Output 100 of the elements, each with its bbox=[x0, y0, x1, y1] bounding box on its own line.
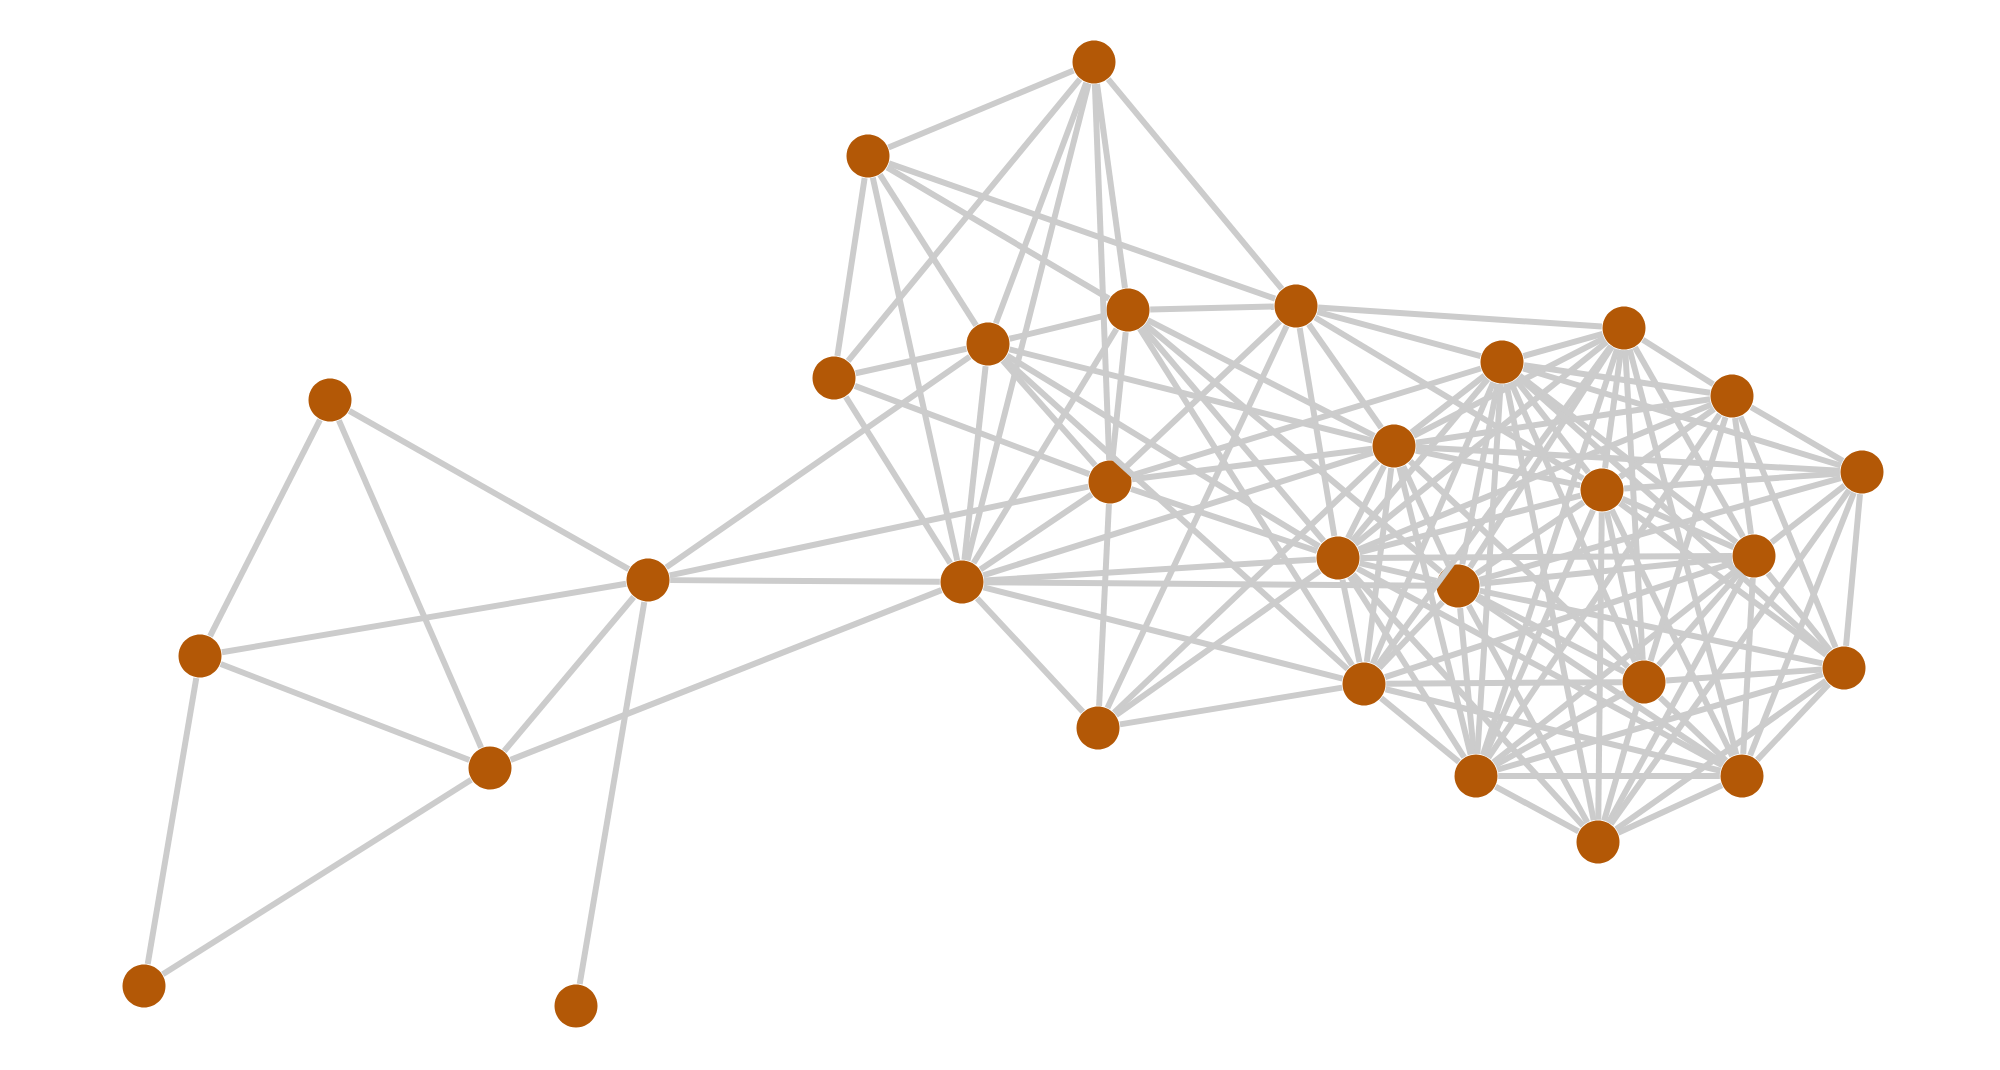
graph-node bbox=[1076, 706, 1120, 750]
graph-node bbox=[1316, 536, 1360, 580]
connection-line bbox=[1523, 362, 1711, 396]
connection-line bbox=[1494, 783, 1580, 835]
connection-line bbox=[1769, 483, 1847, 545]
connection-line bbox=[1609, 508, 1735, 758]
graph-node bbox=[1576, 820, 1620, 864]
connection-line bbox=[1114, 568, 1322, 718]
graph-node bbox=[1622, 660, 1666, 704]
connection-line bbox=[877, 173, 979, 327]
connection-line bbox=[1150, 303, 1274, 313]
connection-line bbox=[1749, 404, 1845, 464]
connection-line bbox=[1641, 337, 1715, 387]
connection-line bbox=[971, 327, 1119, 565]
connection-line bbox=[1765, 571, 1833, 653]
connection-line bbox=[669, 483, 1089, 579]
connection-line bbox=[1306, 322, 1384, 430]
connection-line bbox=[982, 449, 1374, 579]
connection-line bbox=[1732, 417, 1754, 535]
connection-line bbox=[1608, 488, 1852, 826]
connection-line bbox=[1618, 406, 1716, 480]
graph-node bbox=[122, 964, 166, 1008]
connection-line bbox=[853, 383, 1091, 477]
connection-line bbox=[1479, 587, 1823, 667]
connection-line bbox=[1094, 83, 1128, 289]
connection-line bbox=[993, 81, 1089, 325]
connection-line bbox=[1124, 319, 1282, 469]
connection-line bbox=[1485, 412, 1723, 760]
graph-node bbox=[1342, 662, 1386, 706]
graph-node bbox=[554, 984, 598, 1028]
connection-line bbox=[1517, 373, 1739, 545]
connection-line bbox=[1415, 447, 1581, 489]
connection-line bbox=[1345, 464, 1387, 540]
connection-line bbox=[1408, 459, 1630, 669]
graph-node bbox=[1602, 306, 1646, 350]
connection-line bbox=[982, 584, 1344, 682]
connection-line bbox=[1602, 349, 1624, 469]
graph-node bbox=[1720, 754, 1764, 798]
connection-line bbox=[887, 160, 1277, 302]
connection-line bbox=[1843, 493, 1863, 647]
graph-node bbox=[308, 378, 352, 422]
connection-line bbox=[219, 661, 471, 763]
connection-line bbox=[843, 395, 953, 565]
connection-line bbox=[1503, 383, 1597, 821]
connection-line bbox=[1412, 335, 1606, 439]
connection-line bbox=[1360, 553, 1732, 561]
connection-line bbox=[1614, 678, 1828, 832]
connection-line bbox=[1358, 560, 1438, 584]
connection-line bbox=[1112, 459, 1380, 715]
connection-line bbox=[974, 596, 1086, 714]
connection-line bbox=[664, 354, 972, 570]
connection-line bbox=[1008, 312, 1108, 342]
connection-line bbox=[834, 177, 868, 357]
graph-node bbox=[1822, 646, 1866, 690]
connection-line bbox=[1313, 314, 1585, 482]
connection-line bbox=[1379, 695, 1461, 765]
graph-node bbox=[812, 356, 856, 400]
graph-node bbox=[966, 322, 1010, 366]
graph-node bbox=[1732, 534, 1776, 578]
connection-line bbox=[670, 577, 940, 585]
connection-line bbox=[1508, 381, 1638, 663]
connection-line bbox=[144, 677, 200, 965]
connection-line bbox=[1105, 77, 1285, 291]
connection-line bbox=[1479, 555, 1733, 587]
graph-node bbox=[1088, 460, 1132, 504]
graph-node bbox=[1454, 754, 1498, 798]
connection-line bbox=[1370, 381, 1496, 665]
connection-line bbox=[576, 601, 648, 985]
connection-line bbox=[1008, 346, 1374, 444]
connection-line bbox=[885, 164, 1111, 302]
graph-node bbox=[1372, 424, 1416, 468]
connection-line bbox=[336, 419, 484, 749]
connection-line bbox=[869, 177, 961, 561]
connection-line bbox=[1522, 331, 1604, 359]
connection-line bbox=[1755, 682, 1831, 762]
connection-line bbox=[978, 491, 1094, 573]
connection-line bbox=[1457, 607, 1477, 755]
connection-line bbox=[1384, 560, 1734, 680]
graph-node bbox=[940, 560, 984, 604]
connection-line bbox=[1416, 444, 1840, 474]
connection-line bbox=[984, 556, 1317, 584]
connection-line bbox=[1384, 686, 1722, 774]
graph-node bbox=[1840, 450, 1884, 494]
connection-line bbox=[1480, 348, 1620, 756]
connection-line bbox=[1358, 492, 1582, 556]
connection-line bbox=[1740, 578, 1756, 754]
connection-line bbox=[1623, 470, 1841, 492]
graph-node bbox=[1436, 564, 1480, 608]
connection-line bbox=[961, 365, 989, 561]
connection-line bbox=[1339, 579, 1363, 663]
connection-line bbox=[1737, 415, 1839, 649]
connection-line bbox=[1356, 565, 1724, 769]
connection-line bbox=[1400, 464, 1452, 568]
connection-line bbox=[347, 408, 631, 572]
connection-line bbox=[845, 77, 1083, 363]
graph-node bbox=[846, 134, 890, 178]
connection-line bbox=[1595, 512, 1605, 820]
connection-line bbox=[1491, 567, 1739, 765]
connection-line bbox=[1130, 486, 1318, 554]
connection-line bbox=[1601, 702, 1641, 822]
